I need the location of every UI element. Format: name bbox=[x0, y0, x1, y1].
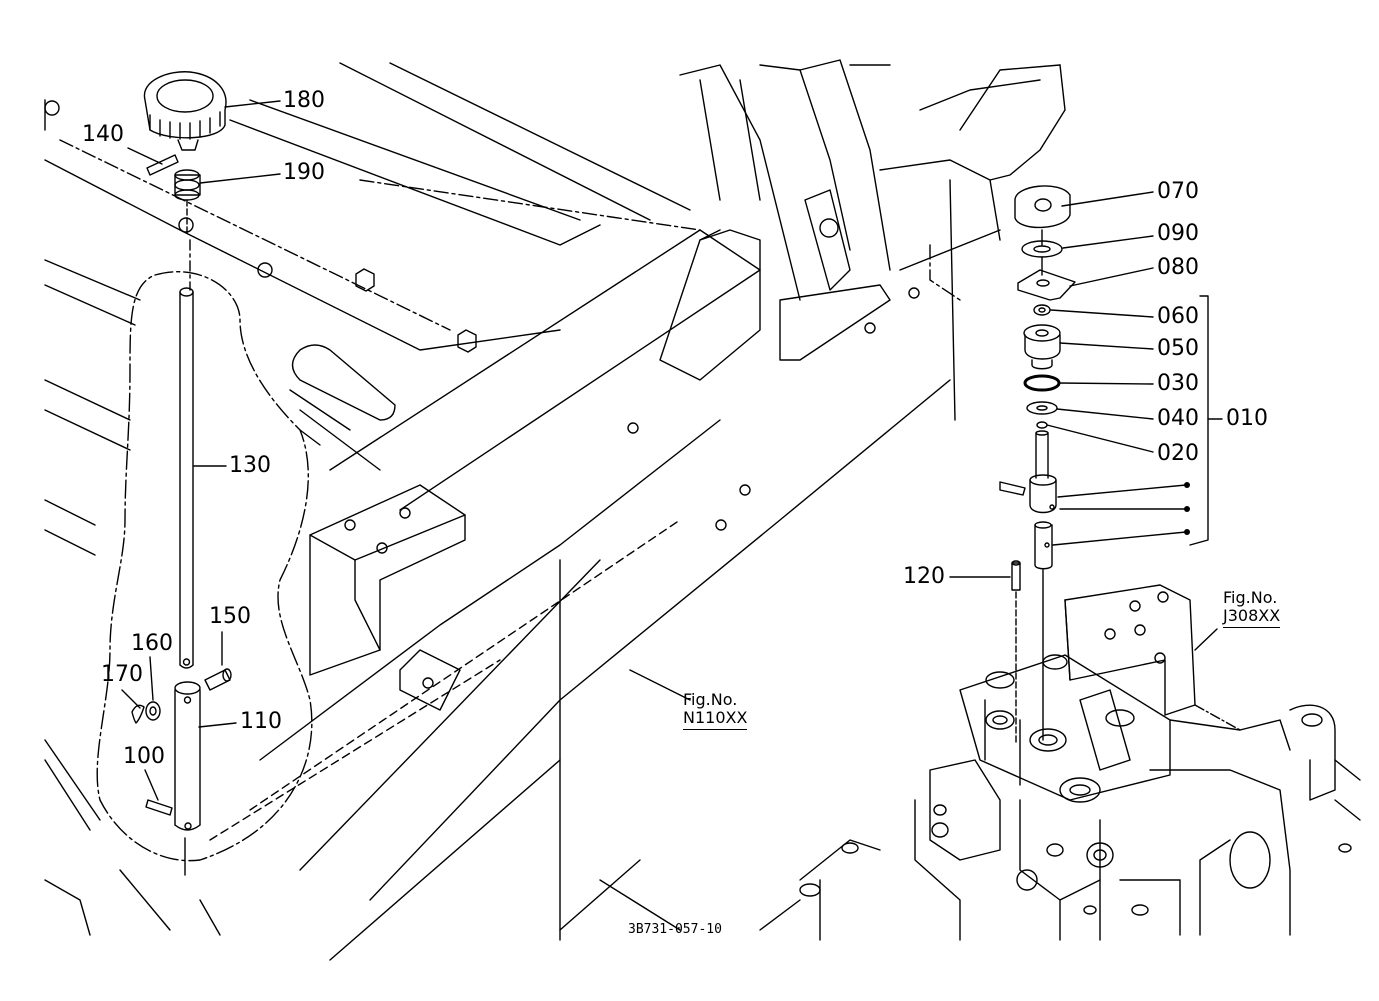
left-assembly bbox=[131, 71, 232, 831]
inset-outline bbox=[96, 239, 681, 876]
part-label-080: 080 bbox=[1157, 255, 1199, 280]
figure-reference-label: Fig.No. bbox=[1223, 588, 1278, 607]
figure-reference-number: N110XX bbox=[683, 709, 748, 730]
part-label-110: 110 bbox=[240, 709, 282, 734]
part-label-040: 040 bbox=[1157, 406, 1199, 431]
part-label-070: 070 bbox=[1157, 179, 1199, 204]
right-assembly bbox=[759, 185, 1361, 941]
part-label-150: 150 bbox=[209, 604, 251, 629]
figure-reference-label: Fig.No. bbox=[683, 690, 738, 709]
part-label-050: 050 bbox=[1157, 336, 1199, 361]
figure-reference-n110[interactable]: Fig.No. N110XX bbox=[683, 690, 748, 730]
part-label-100: 100 bbox=[123, 744, 165, 769]
bullet-dots bbox=[1184, 482, 1190, 535]
part-label-020: 020 bbox=[1157, 441, 1199, 466]
part-label-170: 170 bbox=[101, 662, 143, 687]
leader-lines bbox=[121, 100, 1223, 801]
part-label-010: 010 bbox=[1226, 406, 1268, 431]
chassis-frame bbox=[44, 59, 1066, 961]
part-label-030: 030 bbox=[1157, 371, 1199, 396]
part-label-130: 130 bbox=[229, 453, 271, 478]
figure-reference-number: J308XX bbox=[1223, 607, 1281, 628]
part-label-090: 090 bbox=[1157, 221, 1199, 246]
drawing-code: 3B731-057-10 bbox=[628, 922, 722, 937]
part-label-180: 180 bbox=[283, 88, 325, 113]
part-label-160: 160 bbox=[131, 631, 173, 656]
part-label-060: 060 bbox=[1157, 304, 1199, 329]
part-label-140: 140 bbox=[82, 122, 124, 147]
part-label-120: 120 bbox=[903, 564, 945, 589]
part-label-190: 190 bbox=[283, 160, 325, 185]
figure-reference-j308[interactable]: Fig.No. J308XX bbox=[1223, 588, 1281, 628]
